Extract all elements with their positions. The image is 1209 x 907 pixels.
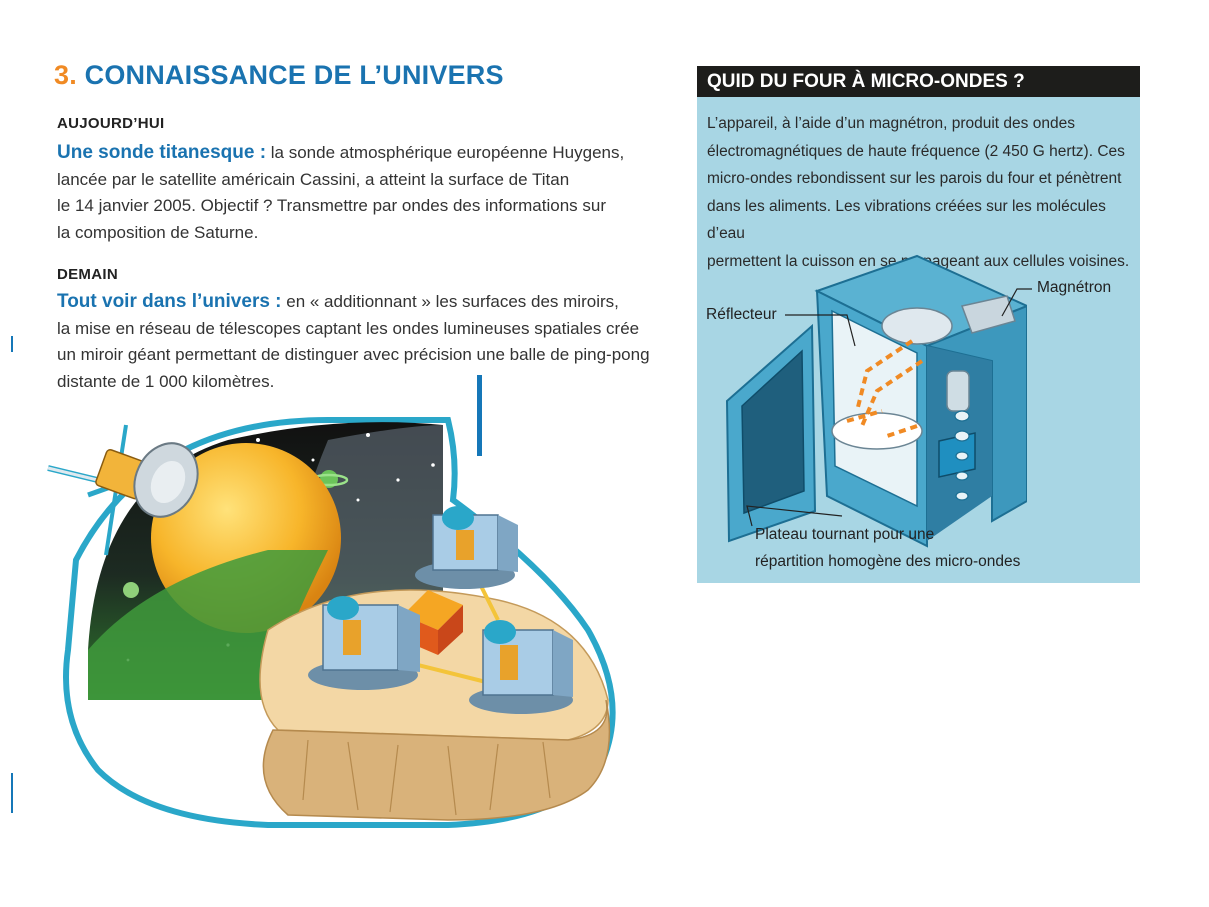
label-plate-line1: Plateau tournant pour une bbox=[755, 526, 935, 543]
microwave-box: QUID DU FOUR À MICRO-ONDES ? L’appareil,… bbox=[697, 66, 1140, 583]
today-paragraph: Une sonde titanesque : la sonde atmosphé… bbox=[57, 140, 677, 246]
tomorrow-line: la mise en réseau de télescopes captant … bbox=[57, 318, 640, 338]
turntable-plate bbox=[831, 412, 923, 450]
label-reflector: Réflecteur bbox=[706, 306, 777, 323]
tomorrow-heading: DEMAIN bbox=[57, 266, 118, 283]
label-leaders bbox=[746, 288, 1032, 527]
box-line: dans les aliments. Les vibrations créées… bbox=[707, 197, 1106, 243]
tomorrow-line: un miroir géant permettant de distinguer… bbox=[57, 345, 650, 364]
wave-arrows bbox=[846, 339, 924, 438]
today-line: lancée par le satellite américain Cassin… bbox=[57, 169, 570, 189]
margin-mark bbox=[11, 336, 13, 352]
space-telescope-illustration bbox=[47, 417, 616, 828]
telescope bbox=[308, 596, 420, 690]
box-line: micro-ondes rebondissent sur les parois … bbox=[707, 170, 1122, 187]
satellite bbox=[47, 424, 199, 556]
tomorrow-line: distante de 1 000 kilomètres. bbox=[57, 371, 275, 391]
microwave-illustration bbox=[725, 254, 1027, 548]
control-knobs bbox=[954, 410, 970, 501]
magnetron-part bbox=[960, 295, 1016, 334]
today-line: le 14 janvier 2005. Objectif ? Transmett… bbox=[57, 196, 607, 215]
label-magnetron: Magnétron bbox=[1037, 279, 1112, 296]
box-line: L’appareil, à l’aide d’un magnétron, pro… bbox=[707, 115, 1075, 132]
small-planet bbox=[123, 582, 139, 598]
accent-bar bbox=[477, 375, 482, 456]
cliff-rock-lines bbox=[302, 739, 551, 816]
telescope bbox=[415, 506, 518, 589]
plateau-cliff bbox=[262, 699, 611, 821]
section-number: 3. bbox=[54, 60, 77, 90]
today-lead: Une sonde titanesque : bbox=[57, 142, 267, 163]
tomorrow-lead: Tout voir dans l’univers : bbox=[57, 291, 282, 312]
box-title: QUID DU FOUR À MICRO-ONDES ? bbox=[697, 66, 1140, 97]
section-title-text: CONNAISSANCE DE L’UNIVERS bbox=[84, 60, 504, 90]
tomorrow-paragraph: Tout voir dans l’univers : en « addition… bbox=[57, 289, 677, 395]
section-title: 3. CONNAISSANCE DE L’UNIVERS bbox=[54, 60, 504, 91]
today-line: la composition de Saturne. bbox=[57, 222, 259, 242]
today-heading: AUJOURD’HUI bbox=[57, 115, 165, 132]
telescope bbox=[469, 620, 573, 714]
box-paragraph: L’appareil, à l’aide d’un magnétron, pro… bbox=[707, 110, 1137, 275]
label-plate-line2: répartition homogène des micro-ondes bbox=[755, 553, 1021, 570]
box-line: électromagnétiques de haute fréquence (2… bbox=[707, 142, 1125, 160]
today-line: la sonde atmosphérique européenne Huygen… bbox=[266, 143, 625, 162]
margin-mark bbox=[11, 773, 13, 813]
tomorrow-line: en « additionnant » les surfaces des mir… bbox=[281, 292, 619, 311]
